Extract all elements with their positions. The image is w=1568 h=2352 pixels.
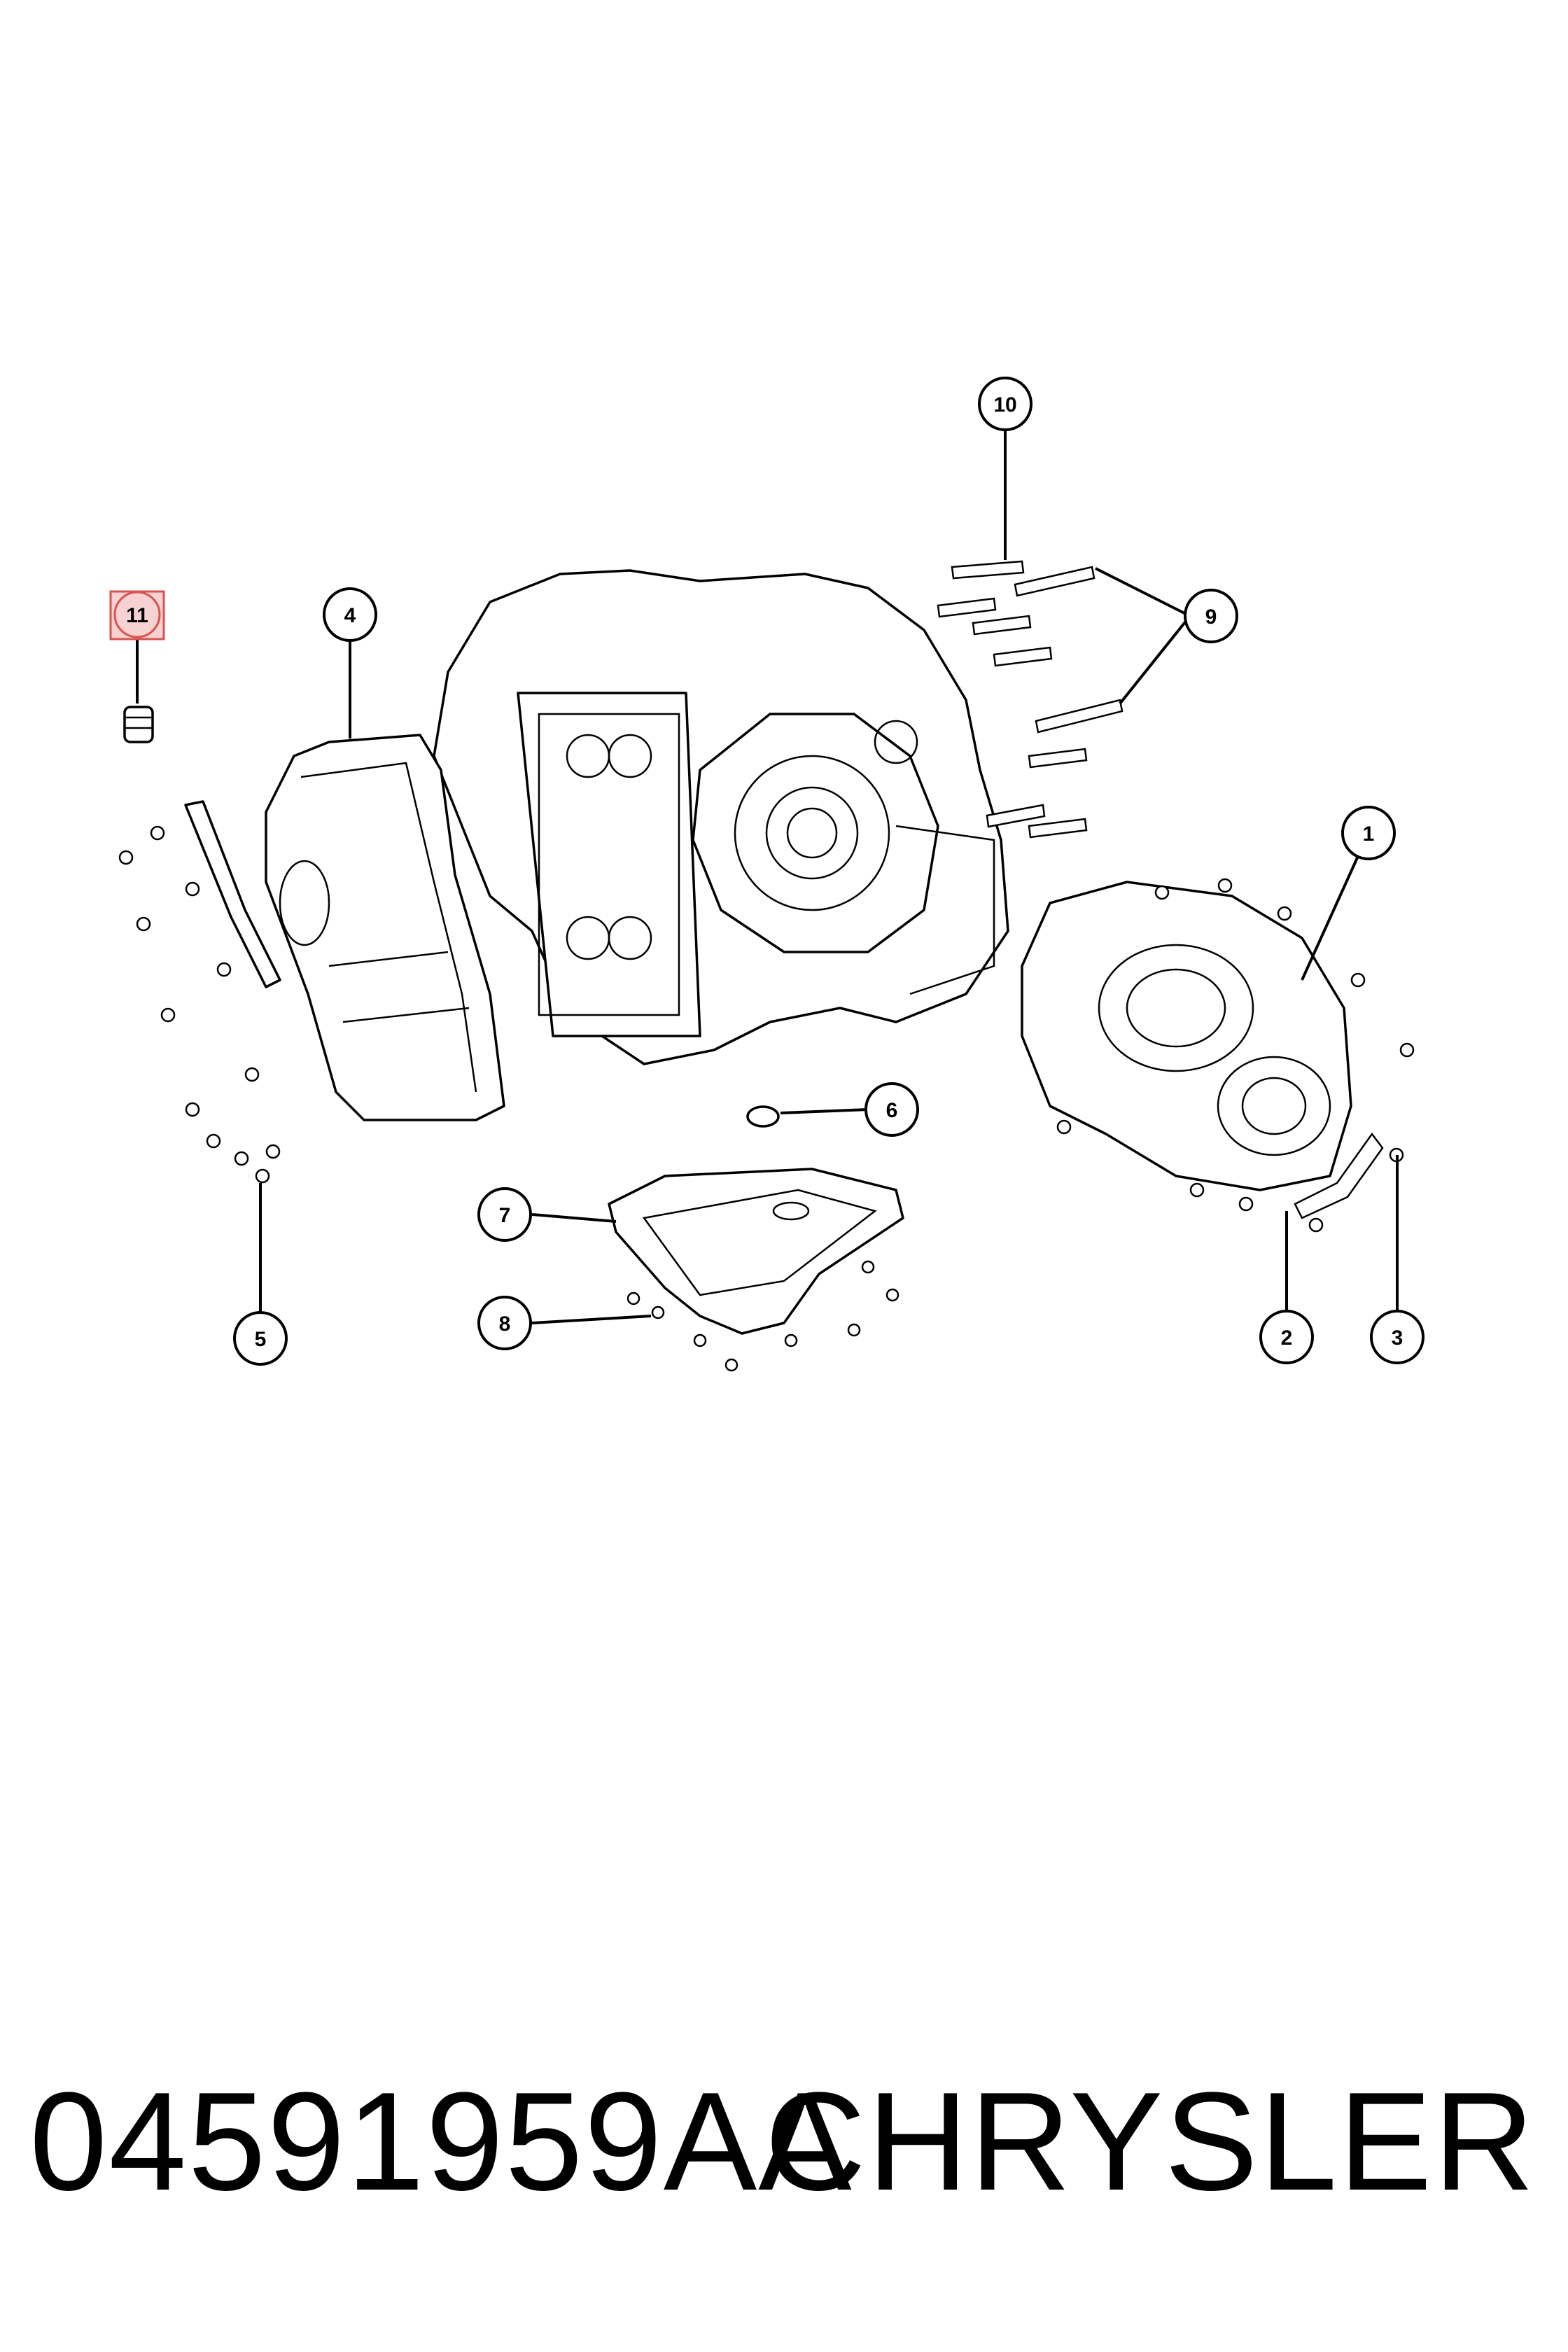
side-cover-part-4 [265,734,505,1121]
dipstick-tube [184,800,281,988]
callout-4: 4 [323,587,377,642]
brand-name: CHRYSLER [764,2064,1536,2220]
callout-8: 8 [477,1296,532,1350]
svg-text:2: 2 [1281,1326,1293,1350]
oil-pan-part-7 [608,1168,904,1335]
callout-7: 7 [477,1187,532,1242]
svg-text:4: 4 [344,604,356,627]
callout-6: 6 [864,1082,919,1137]
svg-text:3: 3 [1392,1326,1404,1350]
callout-1: 1 [1341,806,1396,860]
svg-text:6: 6 [886,1099,898,1122]
small-bolts [118,825,1415,1372]
svg-text:5: 5 [255,1328,267,1351]
svg-text:7: 7 [499,1204,511,1227]
callout-10: 10 [978,377,1032,431]
callout-11-highlighted: 11 [109,590,165,640]
long-bolts-part-9 [937,560,1124,839]
svg-text:10: 10 [993,393,1016,416]
svg-text:9: 9 [1205,606,1217,629]
callout-9: 9 [1184,589,1238,643]
end-cover-part-1 [1021,881,1352,1191]
svg-text:1: 1 [1363,822,1375,846]
callout-2: 2 [1259,1310,1314,1364]
svg-text:8: 8 [499,1312,511,1336]
callout-5: 5 [233,1311,288,1366]
svg-text:11: 11 [126,604,148,627]
gasket-part-2 [1294,1132,1384,1219]
plug-part-6 [746,1105,780,1128]
transmission-case [433,569,1009,1065]
footer: 04591959AA CHRYSLER [0,2051,1568,2233]
part-number: 04591959AA [29,2064,853,2220]
callout-3: 3 [1370,1310,1424,1364]
filter-part-11 [123,706,154,743]
